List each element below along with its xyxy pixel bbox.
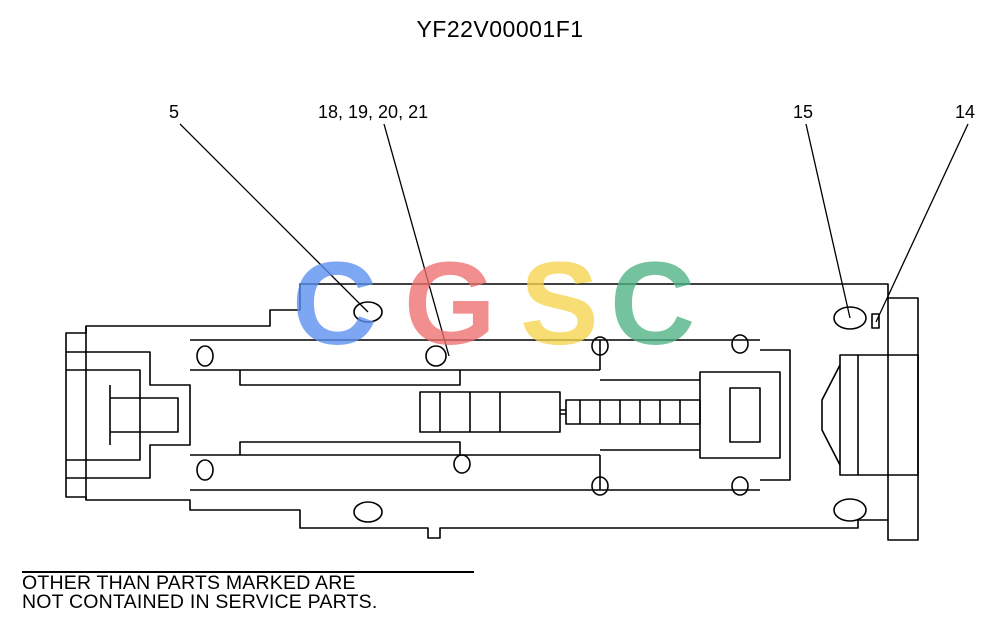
- spool: [419, 391, 701, 433]
- service-parts-note: OTHER THAN PARTS MARKED ARE NOT CONTAINE…: [22, 571, 474, 612]
- watermark-letter-3: S: [520, 238, 599, 370]
- note-line-1: OTHER THAN PARTS MARKED ARE: [22, 572, 356, 594]
- seals: [196, 301, 880, 523]
- note-line-2: NOT CONTAINED IN SERVICE PARTS.: [22, 591, 378, 613]
- watermark-letter-2: G: [404, 238, 496, 370]
- callout-15: 15: [793, 102, 814, 122]
- callout-14: 14: [955, 102, 976, 122]
- connector: [821, 354, 919, 476]
- drawing-number: YF22V00001F1: [416, 16, 584, 42]
- left-end-cap: [66, 351, 191, 479]
- leader-lines: [179, 123, 969, 357]
- watermark-letter-1: C: [292, 238, 378, 370]
- callout-18-19-20-21: 18, 19, 20, 21: [318, 102, 429, 122]
- watermark-letter-4: C: [610, 238, 696, 370]
- right-housing: [600, 349, 791, 481]
- callout-5: 5: [169, 102, 180, 122]
